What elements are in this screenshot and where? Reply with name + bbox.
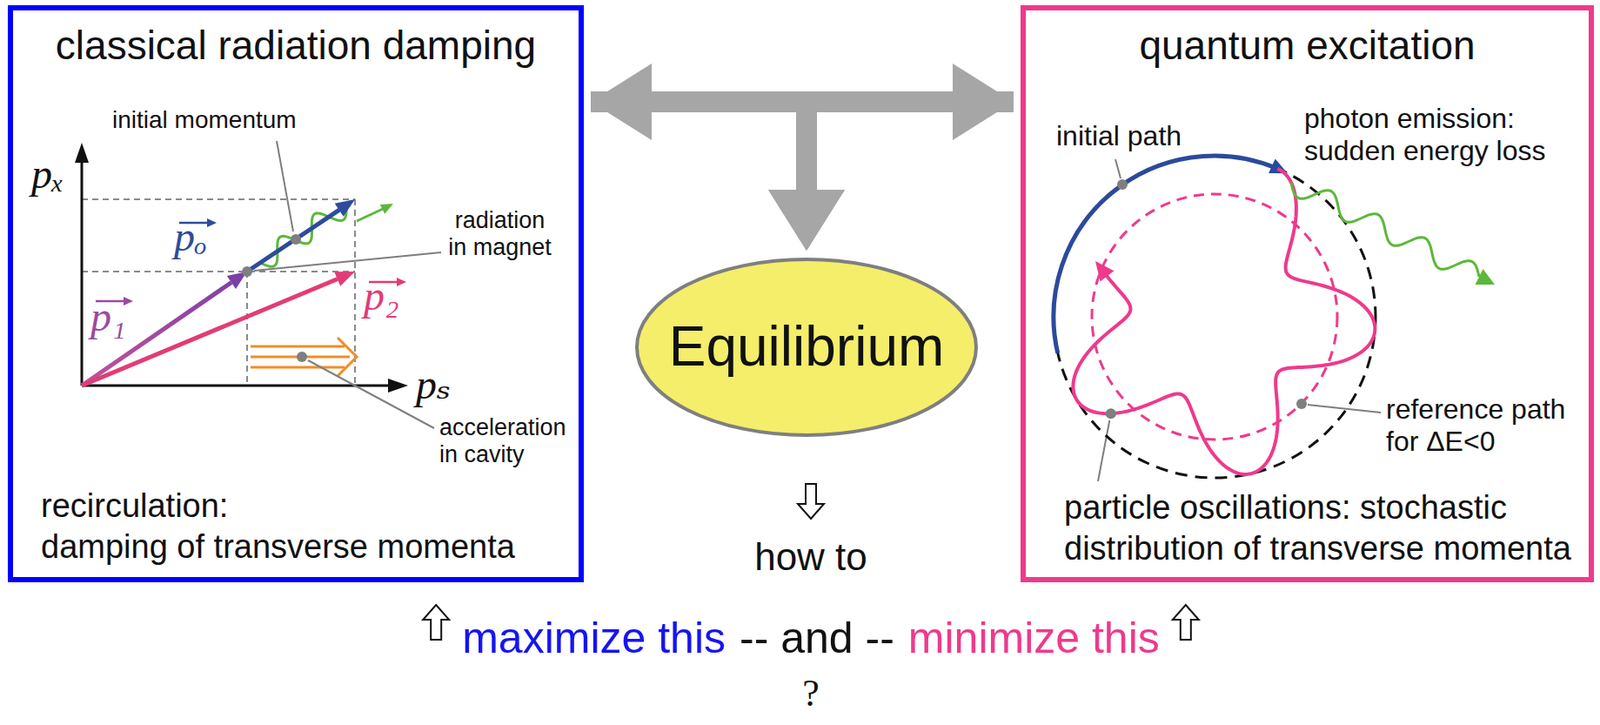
axis-line xyxy=(80,160,84,386)
leader-line xyxy=(254,252,442,271)
question-mark: ? xyxy=(802,671,820,717)
goal-text-slot: maximize this xyxy=(461,613,726,664)
vector-p0 xyxy=(247,209,340,272)
callout-label-slot: reference path for ΔE<0 xyxy=(1385,393,1582,458)
leader-dot xyxy=(1117,179,1128,190)
callout-label-slot: initial momentum xyxy=(112,106,297,134)
callout-label: photon emission: sudden energy loss xyxy=(1304,102,1566,168)
callout-label-slot: acceleration in cavity xyxy=(439,414,575,469)
vector-label-slot: pₒ xyxy=(174,212,208,261)
leader-dot xyxy=(1105,408,1117,419)
guide-line xyxy=(81,270,355,273)
nominal-orbit xyxy=(1053,155,1376,478)
initial-path-arc xyxy=(1053,155,1278,354)
panel-heading: quantum excitation xyxy=(1138,22,1475,69)
vector-label: pₒ xyxy=(174,212,208,261)
callout-label-slot: photon emission: sudden energy loss xyxy=(1304,102,1566,168)
axis-label: pₓ xyxy=(31,149,65,198)
vector-label: p₁ xyxy=(90,292,127,341)
connector-head xyxy=(768,189,845,251)
goal-text: -- and -- xyxy=(739,613,895,664)
panel-heading: classical radiation damping xyxy=(55,22,536,69)
photon-wave xyxy=(1291,182,1480,277)
axis-head xyxy=(74,142,89,163)
panel-heading-slot: quantum excitation xyxy=(1025,22,1589,69)
leader-line xyxy=(307,360,435,429)
kick-line xyxy=(250,366,345,369)
axis-head xyxy=(388,378,409,393)
momentum-vectors xyxy=(81,199,355,386)
vector-label: p₂ xyxy=(363,271,400,320)
axis-label: pₛ xyxy=(415,360,451,409)
panel-note-slot: recirculation: xyxy=(40,487,228,526)
callout-label: reference path for ΔE<0 xyxy=(1385,393,1582,458)
callout-label: acceleration in cavity xyxy=(439,414,575,469)
panel-note: particle oscillations: stochastic distri… xyxy=(1064,487,1587,570)
kick-line xyxy=(250,345,345,349)
equilibrium-ellipse: Equilibrium xyxy=(635,257,978,437)
over-arrow-head xyxy=(207,218,217,228)
vector-p2 xyxy=(81,279,338,387)
goal-text-slot: -- and -- xyxy=(739,613,895,664)
axis-line xyxy=(81,384,391,388)
dashed-guides xyxy=(81,199,355,386)
ellipse-text: Equilibrium xyxy=(669,314,945,380)
panel-note-slot: particle oscillations: stochastic distri… xyxy=(1064,487,1587,570)
excitation-panel: quantum excitation particle oscillations:… xyxy=(1020,5,1594,583)
hollow-arrow xyxy=(422,604,449,640)
callout-label: initial path xyxy=(1056,120,1182,153)
panel-heading-slot: classical radiation damping xyxy=(13,22,579,69)
photon-shaft xyxy=(356,208,383,221)
ellipse-text-slot: Equilibrium xyxy=(635,257,978,437)
question-mark-slot: ? xyxy=(802,671,820,717)
vector-head xyxy=(334,271,355,287)
oscillation-head xyxy=(1095,261,1114,282)
callout-label-slot: radiation in magnet xyxy=(445,207,555,262)
goal-text-slot: minimize this xyxy=(908,613,1160,664)
vector-label-slot: p₂ xyxy=(363,271,400,320)
axis-label-slot: pₓ xyxy=(31,149,65,198)
panel-note-slot: damping of transverse momenta xyxy=(40,528,516,567)
hollow-arrow xyxy=(797,483,824,519)
connector-arrow xyxy=(768,101,1014,251)
guide-line xyxy=(81,198,355,201)
connector-caption: how to xyxy=(754,535,868,580)
vector-label-slot: p₁ xyxy=(90,292,127,341)
leader-dot xyxy=(290,234,302,245)
photon-arrow xyxy=(356,203,394,221)
connector-head xyxy=(768,189,845,251)
hollow-arrow xyxy=(1172,604,1199,640)
cavity-kick xyxy=(250,337,357,376)
ellipse-outline xyxy=(636,259,977,436)
axis-label-slot: pₛ xyxy=(415,360,451,409)
leader-dot xyxy=(1296,398,1307,409)
guide-line xyxy=(246,271,248,386)
callout-label: radiation in magnet xyxy=(445,207,555,262)
callout-label-slot: initial path xyxy=(1056,120,1182,153)
leader-dot xyxy=(241,266,253,277)
panel-note: damping of transverse momenta xyxy=(40,528,516,567)
vector-head xyxy=(334,199,355,217)
kick-head xyxy=(337,337,357,376)
connector-caption-slot: how to xyxy=(754,535,868,580)
leader-line xyxy=(1115,159,1121,179)
momentum-axes xyxy=(74,142,409,393)
photon-head xyxy=(380,203,394,215)
photon-head xyxy=(1475,268,1496,285)
leader-dot xyxy=(296,351,308,362)
goal-text: minimize this xyxy=(908,613,1160,664)
goal-text: maximize this xyxy=(461,613,726,664)
callout-label: initial momentum xyxy=(112,106,297,134)
leader-line xyxy=(276,140,294,232)
oscillation-path xyxy=(1072,168,1375,475)
panel-note: recirculation: xyxy=(40,487,228,526)
leader-lines xyxy=(254,140,1381,482)
label-vector-arrows xyxy=(95,218,407,306)
